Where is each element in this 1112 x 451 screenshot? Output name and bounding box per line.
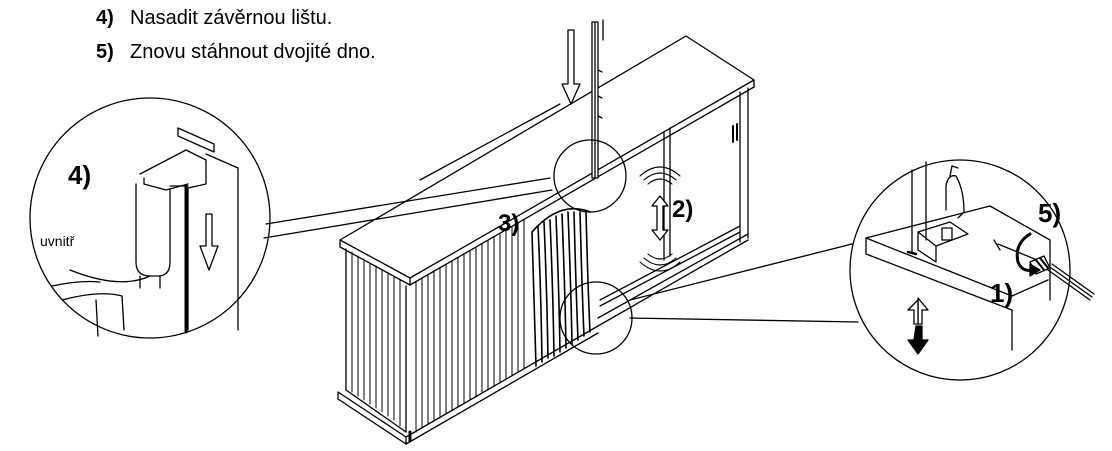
right-detail [629,159,1095,381]
step-3-label: 3) [498,210,520,237]
right-step-5-label: 5) [1038,198,1062,228]
rotation-arrow-icon [1015,232,1041,277]
tambour-curve [531,208,591,367]
right-step-1-label: 1) [990,278,1014,308]
step-text: Znovu stáhnout dvojité dno. [130,41,376,63]
closing-strip [591,19,604,179]
instruction-item: 4) Nasadit závěrnou lištu. [96,6,332,30]
up-down-arrow-icon [651,195,669,241]
zoom-circle-top [553,139,627,213]
up-down-arrow-icon [907,297,929,355]
step-text: Nasadit závěrnou lištu. [130,7,333,29]
left-step-label: 4) [68,160,92,190]
step-2-label: 2) [672,196,694,223]
left-detail [29,97,553,339]
instruction-item: 5) Znovu stáhnout dvojité dno. [96,40,376,64]
vibration-icon [639,166,681,272]
down-arrow-icon [561,29,581,105]
step-number: 5) [96,41,114,63]
inside-label: uvnitř [40,233,75,249]
tambour-slats [351,218,525,433]
step-number: 4) [96,7,114,29]
cabinet [337,35,755,445]
